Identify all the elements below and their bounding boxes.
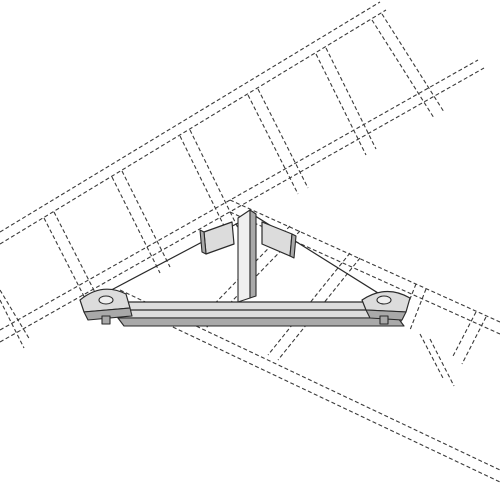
upper-tray-rung <box>111 170 171 274</box>
bracket-vertical-post <box>237 209 251 303</box>
upper-tray-rail-back <box>0 59 479 331</box>
lower-tray-rail-bottom-inner <box>119 301 500 483</box>
upper-tray-rung <box>247 88 309 195</box>
support-bracket <box>79 209 411 327</box>
right-splice-plate-edge <box>289 233 297 259</box>
lower-tray-rail-bottom <box>119 289 500 471</box>
lower-tray-rung <box>451 311 487 365</box>
upper-tray-rung <box>315 47 377 156</box>
left-clamp-face <box>83 307 133 321</box>
upper-tray-rail-back-inner <box>0 67 485 343</box>
bracket-base-bar-face <box>117 317 405 327</box>
lower-tray-rung <box>419 333 455 387</box>
left-tray-rung <box>0 289 31 349</box>
left-clamp-bolt-head <box>98 295 114 305</box>
upper-tray-rail-front-inner <box>0 9 387 245</box>
right-clamp-face <box>365 309 407 321</box>
upper-tray-rail-front <box>0 1 381 233</box>
right-clamp-bolt <box>379 315 389 325</box>
right-hold-down-clamp <box>361 290 411 325</box>
upper-ladder-tray <box>0 1 485 343</box>
left-clamp-bolt <box>101 315 111 325</box>
left-splice-plate-edge <box>199 229 207 255</box>
bracket-vertical-post-side <box>249 209 257 299</box>
right-clamp-bolt-head <box>376 295 392 305</box>
left-hold-down-clamp <box>79 288 133 325</box>
left-partial-tray <box>0 289 31 349</box>
left-splice-plate <box>203 221 235 255</box>
lower-tray-rail-top <box>229 199 500 323</box>
upper-tray-rung <box>371 13 445 119</box>
upper-tray-rung <box>179 129 239 235</box>
